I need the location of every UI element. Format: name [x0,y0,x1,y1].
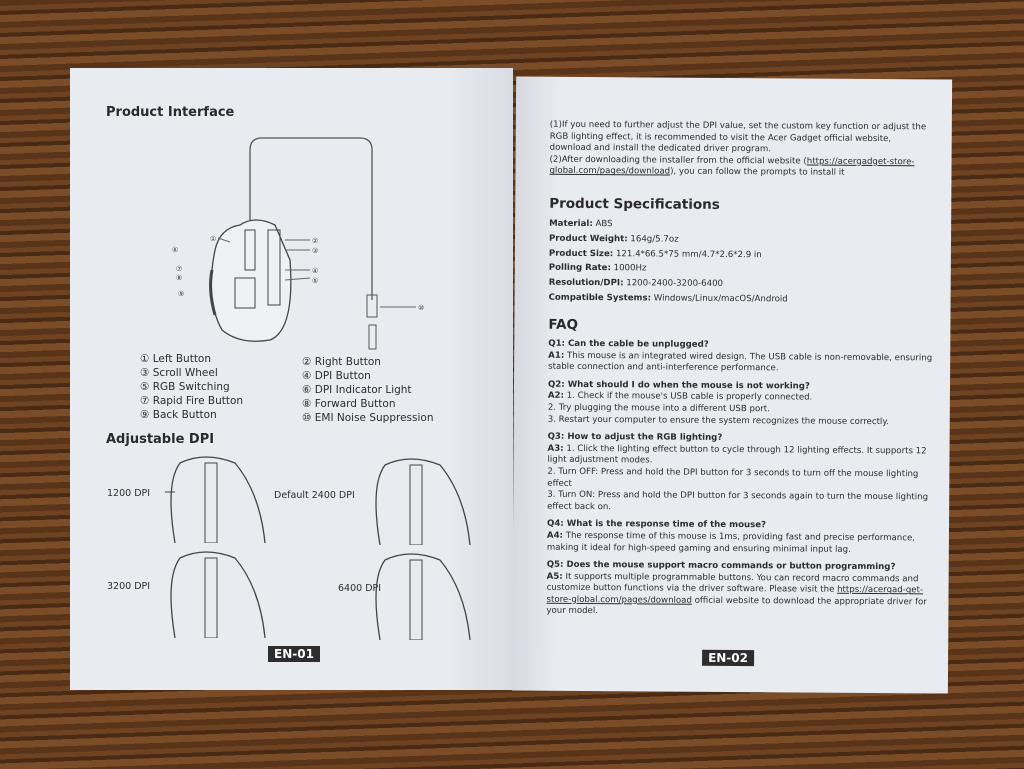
part-item: ⑧ Forward Button [302,398,396,410]
callout-9: ⑨ [178,290,184,298]
intro-text: ), you can follow the prompts to install… [670,166,845,179]
mouse-dpi-diagram [165,456,266,543]
adjustable-dpi-title: Adjustable DPI [106,432,215,447]
mouse-dpi-diagram [375,458,471,545]
spec-row: Resolution/DPI: 1200-2400-3200-6400 [548,277,724,290]
dpi-label-6400: 6400 DPI [338,583,382,594]
manual-page-right: (1)If you need to further adjust the DPI… [511,76,953,694]
faq-item: Q1: Can the cable be unplugged?A1: This … [548,338,933,374]
intro-paragraph-1: (1)If you need to further adjust the DPI… [549,119,927,155]
callout-4: ④ [312,267,318,275]
part-item: ④ DPI Button [302,370,371,382]
spec-row: Product Size: 121.4*66.5*75 mm/4.7*2.6*2… [548,248,762,260]
spec-row: Material: ABS [549,218,613,230]
parts-list-right: ② Right Button ④ DPI Button ⑥ DPI Indica… [302,355,433,425]
intro-text: (2)After downloading the installer from … [549,154,807,167]
callout-5: ⑤ [312,277,318,285]
callout-10: ⑩ [418,304,424,312]
faq-title: FAQ [548,316,579,333]
faq-item: Q4: What is the response time of the mou… [546,519,916,555]
spec-row: Product Weight: 164g/5.7oz [548,233,679,245]
part-item: ⑦ Rapid Fire Button [140,395,244,407]
driver-intro: (1)If you need to further adjust the DPI… [549,120,934,181]
parts-list-left: ① Left Button ③ Scroll Wheel ⑤ RGB Switc… [140,352,243,422]
dpi-label-3200: 3200 DPI [107,581,151,592]
callout-1: ① [210,235,216,243]
faq-item: Q3: How to adjust the RGB lighting?A3: 1… [547,431,929,512]
part-item: ⑤ RGB Switching [140,381,230,393]
part-item: ① Left Button [140,353,212,365]
mouse-dpi-diagram [170,551,266,638]
mouse-diagram: ① ② ③ ④ ⑤ ⑥ ⑦ ⑧ ⑨ ⑩ [172,137,424,350]
manual-page-left: Product Interface ① ② ③ ④ ⑤ ⑥ ⑦ ⑧ ⑨ ⑩ ① … [70,68,513,690]
page-badge: EN-01 [268,646,320,662]
product-interface-title: Product Interface [106,105,235,120]
faq-item: Q2: What should I do when the mouse is n… [547,379,889,427]
faq-list: Q1: Can the cable be unplugged?A1: This … [546,339,933,621]
part-item: ② Right Button [302,356,381,368]
intro-paragraph-2: (2)After downloading the installer from … [549,155,934,181]
part-item: ③ Scroll Wheel [140,367,218,379]
page-badge: EN-02 [702,649,755,667]
mouse-dpi-diagram [375,553,471,640]
faq-item: Q5: Does the mouse support macro command… [546,559,927,617]
callout-6: ⑥ [172,246,178,254]
spec-row: Compatible Systems: Windows/Linux/macOS/… [548,292,788,305]
part-item: ⑩ EMI Noise Suppression [302,412,434,424]
specs-list: Material: ABS Product Weight: 164g/5.7oz… [549,217,789,307]
dpi-label-1200: 1200 DPI [107,488,151,499]
callout-7: ⑦ [176,265,182,273]
callout-3: ③ [312,247,318,255]
callout-2: ② [312,237,318,245]
callout-8: ⑧ [176,274,182,282]
dpi-label-2400: Default 2400 DPI [274,490,355,501]
part-item: ⑨ Back Button [140,409,217,421]
specs-title: Product Specifications [549,195,720,213]
part-item: ⑥ DPI Indicator Light [302,384,412,396]
spec-row: Polling Rate: 1000Hz [548,263,647,274]
